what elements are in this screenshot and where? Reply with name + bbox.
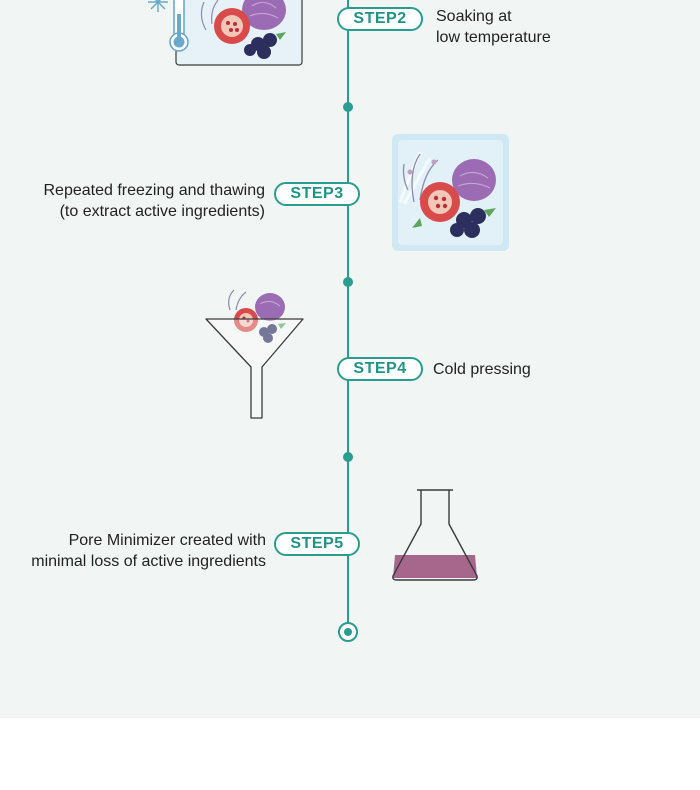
- timeline: [338, 0, 358, 642]
- timeline-dot: [343, 102, 353, 112]
- timeline-end-dot: [344, 628, 352, 636]
- page-footer-blank: [0, 718, 700, 790]
- step3-description: Repeated freezing and thawing (to extrac…: [43, 182, 266, 220]
- ice-cube-fruit-icon: [392, 134, 509, 251]
- flask-icon: [392, 489, 478, 581]
- step2-pill: STEP2: [337, 7, 423, 31]
- funnel-fruit-icon: [205, 289, 304, 419]
- step4-description: Cold pressing: [433, 361, 531, 378]
- snowflake-icon: [148, 0, 168, 12]
- step5-description: Pore Minimizer created with minimal loss…: [31, 532, 266, 570]
- step2-description: Soaking at low temperature: [436, 8, 551, 46]
- step5-pill: STEP5: [274, 532, 360, 556]
- timeline-dot: [343, 277, 353, 287]
- timeline-dot: [343, 452, 353, 462]
- thermometer-icon: [169, 0, 189, 52]
- step4-pill: STEP4: [337, 357, 423, 381]
- ice-cube-fruit-icon: [148, 0, 303, 66]
- step3-pill: STEP3: [274, 182, 360, 206]
